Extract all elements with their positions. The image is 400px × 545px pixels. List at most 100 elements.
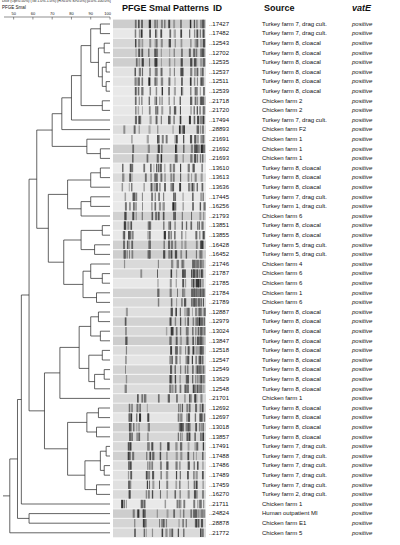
isolate-source: Turkey farm 8, cloacal (262, 424, 321, 431)
vate-result: positive (352, 299, 372, 306)
gel-band (202, 193, 204, 201)
gel-lane (113, 298, 206, 306)
gel-lane (113, 29, 206, 37)
gel-band (202, 20, 204, 28)
gel-band (182, 519, 184, 527)
gel-band (174, 231, 175, 239)
gel-band (123, 500, 125, 508)
vate-result: positive (352, 318, 372, 325)
gel-band (183, 529, 185, 537)
gel-band (192, 365, 194, 373)
isolate-id: ..17427 (209, 21, 229, 28)
dendrogram-branch (95, 244, 110, 245)
gel-band (163, 202, 165, 210)
dendrogram-branch (95, 254, 110, 255)
gel-band (194, 490, 196, 498)
gel-band (146, 471, 147, 479)
isolate-id: ..28893 (209, 126, 229, 133)
gel-band (175, 308, 177, 316)
gel-band (137, 509, 139, 517)
vate-result: positive (352, 443, 372, 450)
gel-band (157, 135, 159, 143)
isolate-id: ..21718 (209, 98, 229, 105)
gel-band (199, 269, 200, 277)
dendrogram-branch (91, 187, 110, 188)
gel-band (175, 308, 177, 316)
gel-band (198, 125, 199, 133)
gel-band (176, 145, 178, 153)
dendrogram-branch (21, 295, 29, 296)
gel-band (185, 356, 187, 364)
gel-band (136, 58, 138, 66)
gel-band (172, 183, 174, 191)
gel-band (193, 452, 195, 460)
vate-result: positive (352, 155, 372, 162)
gel-band (195, 509, 197, 517)
isolate-source: Chicken farm 6 (262, 213, 302, 220)
vate-result: positive (352, 213, 372, 220)
dendrogram-branch (100, 148, 110, 149)
gel-band (147, 231, 148, 239)
vate-result: positive (352, 184, 372, 191)
gel-band (150, 116, 152, 124)
gel-band (181, 212, 183, 220)
gel-band (194, 135, 195, 143)
dendrogram-branch (37, 228, 49, 229)
gel-band (135, 212, 137, 220)
gel-band (192, 164, 194, 172)
gel-band (152, 529, 153, 537)
gel-band (171, 346, 173, 354)
dendrogram-branch (97, 436, 110, 437)
isolate-source: Turkey farm 5, drag cult. (262, 242, 327, 249)
gel-band (194, 145, 196, 153)
vate-result: positive (352, 251, 372, 258)
gel-band (186, 423, 188, 431)
gel-band (194, 154, 196, 162)
gel-band (147, 135, 149, 143)
gel-band (177, 500, 179, 508)
vate-result: positive (352, 424, 372, 431)
gel-band (131, 231, 133, 239)
vate-result: positive (352, 59, 372, 66)
isolate-source: Turkey farm 1, drag cult. (262, 203, 327, 210)
gel-band (133, 509, 135, 517)
gel-band (156, 106, 158, 114)
vate-result: positive (352, 338, 372, 345)
gel-band (124, 212, 126, 220)
gel-band (175, 202, 177, 210)
dendrogram-branch (17, 518, 29, 519)
gel-band (191, 289, 193, 297)
gel-lane (113, 442, 206, 450)
gel-band (188, 413, 190, 421)
gel-band (155, 39, 157, 47)
vate-result: positive (352, 194, 372, 201)
isolate-source: Chicken farm 6 (262, 299, 302, 306)
gel-band (190, 509, 192, 517)
vate-result: positive (352, 434, 372, 441)
gel-band (197, 519, 199, 527)
gel-band (200, 77, 202, 85)
gel-band (149, 29, 151, 37)
gel-band (180, 490, 181, 498)
gel-band (182, 404, 183, 412)
gel-band (129, 490, 130, 498)
gel-band (130, 221, 132, 229)
gel-band (170, 317, 172, 325)
gel-band (168, 116, 169, 124)
gel-band (200, 29, 201, 37)
gel-band (199, 231, 200, 239)
gel-band (195, 231, 196, 239)
gel-band (141, 97, 142, 105)
vate-result: positive (352, 203, 372, 210)
scale-axis (4, 17, 110, 18)
gel-band (182, 433, 183, 441)
dendrogram-branch (106, 456, 110, 457)
gel-band (126, 250, 128, 258)
gel-lane (113, 154, 206, 162)
gel-band (180, 327, 181, 335)
gel-band (197, 116, 199, 124)
gel-band (171, 260, 173, 268)
gel-band (182, 269, 184, 277)
gel-band (139, 97, 140, 105)
gel-band (196, 20, 198, 28)
